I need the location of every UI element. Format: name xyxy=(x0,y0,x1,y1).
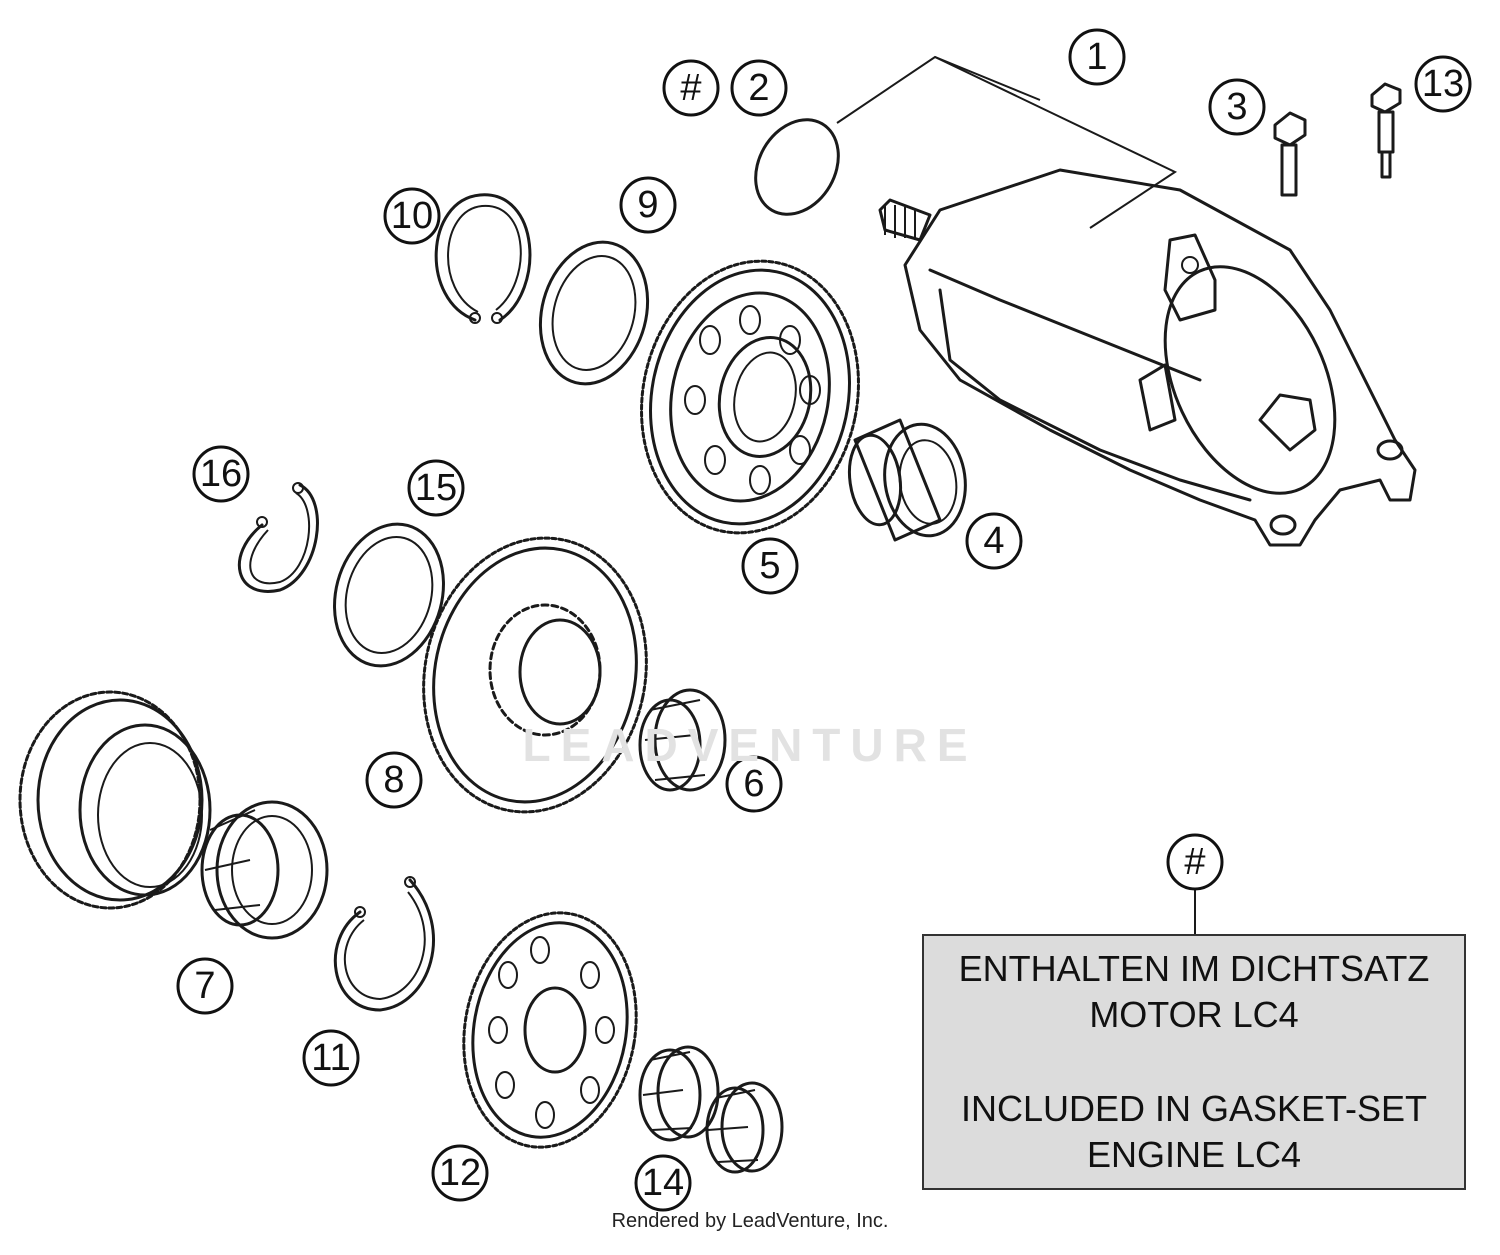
callout-13: 13 xyxy=(1414,55,1472,113)
svg-text:3: 3 xyxy=(1226,86,1247,128)
starter-motor xyxy=(878,168,1417,547)
svg-text:#: # xyxy=(1184,841,1205,883)
svg-text:9: 9 xyxy=(637,184,658,226)
washer-15 xyxy=(333,522,445,668)
callout-1: 1 xyxy=(1068,28,1126,86)
svg-text:6: 6 xyxy=(743,763,764,805)
gear-12 xyxy=(462,911,638,1149)
svg-text:4: 4 xyxy=(983,520,1004,562)
callout-2: 2 xyxy=(730,59,788,117)
watermark: LEADVENTURE xyxy=(522,719,978,771)
needle-bearing-6 xyxy=(638,688,727,792)
svg-text:14: 14 xyxy=(642,1162,684,1204)
stud-bolt xyxy=(1370,82,1402,179)
callout-11: 11 xyxy=(302,1029,360,1087)
callout-10: 10 xyxy=(383,187,441,245)
svg-text:15: 15 xyxy=(415,467,457,509)
callout-4: 4 xyxy=(965,512,1023,570)
note-en-line2: ENGINE LC4 xyxy=(1086,1134,1302,1175)
bushing-4 xyxy=(847,418,967,542)
callout-12: 12 xyxy=(431,1144,489,1202)
freewheel-7 xyxy=(200,800,329,940)
gear-5 xyxy=(640,259,860,535)
note-de-line1: ENTHALTEN IM DICHTSATZ xyxy=(958,948,1430,989)
circlip-16 xyxy=(237,482,319,593)
svg-text:13: 13 xyxy=(1422,63,1464,105)
callout-6: 6 xyxy=(725,755,783,813)
callout-7: 7 xyxy=(176,957,234,1015)
svg-text:5: 5 xyxy=(759,545,780,587)
callout-9: 9 xyxy=(619,176,677,234)
svg-text:16: 16 xyxy=(200,453,242,495)
needle-bearings-14 xyxy=(638,1045,784,1174)
callout-hash-top: # xyxy=(662,59,720,117)
callout-16: 16 xyxy=(192,445,250,503)
callout-5: 5 xyxy=(741,537,799,595)
circlip-10 xyxy=(434,193,532,324)
gear-8 xyxy=(422,536,648,814)
svg-text:#: # xyxy=(680,67,701,109)
leader-lines-1 xyxy=(836,55,1178,229)
gasket-set-note: ENTHALTEN IM DICHTSATZ MOTOR LC4 INCLUDE… xyxy=(922,934,1466,1190)
svg-text:2: 2 xyxy=(748,67,769,109)
callout-8: 8 xyxy=(365,751,423,809)
svg-text:7: 7 xyxy=(194,965,215,1007)
svg-text:8: 8 xyxy=(383,759,404,801)
footer-credit: Rendered by LeadVenture, Inc. xyxy=(611,1210,889,1232)
note-de-line2: MOTOR LC4 xyxy=(1089,994,1299,1035)
helical-gear xyxy=(18,690,212,910)
svg-text:11: 11 xyxy=(311,1037,350,1079)
svg-text:12: 12 xyxy=(439,1152,481,1194)
callout-hash-note: # xyxy=(1166,833,1224,891)
washer-9 xyxy=(538,240,650,386)
svg-text:1: 1 xyxy=(1086,36,1107,78)
bolt xyxy=(1273,111,1307,197)
callout-15: 15 xyxy=(407,459,465,517)
o-ring xyxy=(754,118,840,216)
circlip-11 xyxy=(333,876,435,1012)
svg-text:10: 10 xyxy=(391,195,433,237)
callout-3: 3 xyxy=(1208,78,1266,136)
note-en-line1: INCLUDED IN GASKET-SET xyxy=(960,1088,1428,1129)
callout-14: 14 xyxy=(634,1154,692,1212)
